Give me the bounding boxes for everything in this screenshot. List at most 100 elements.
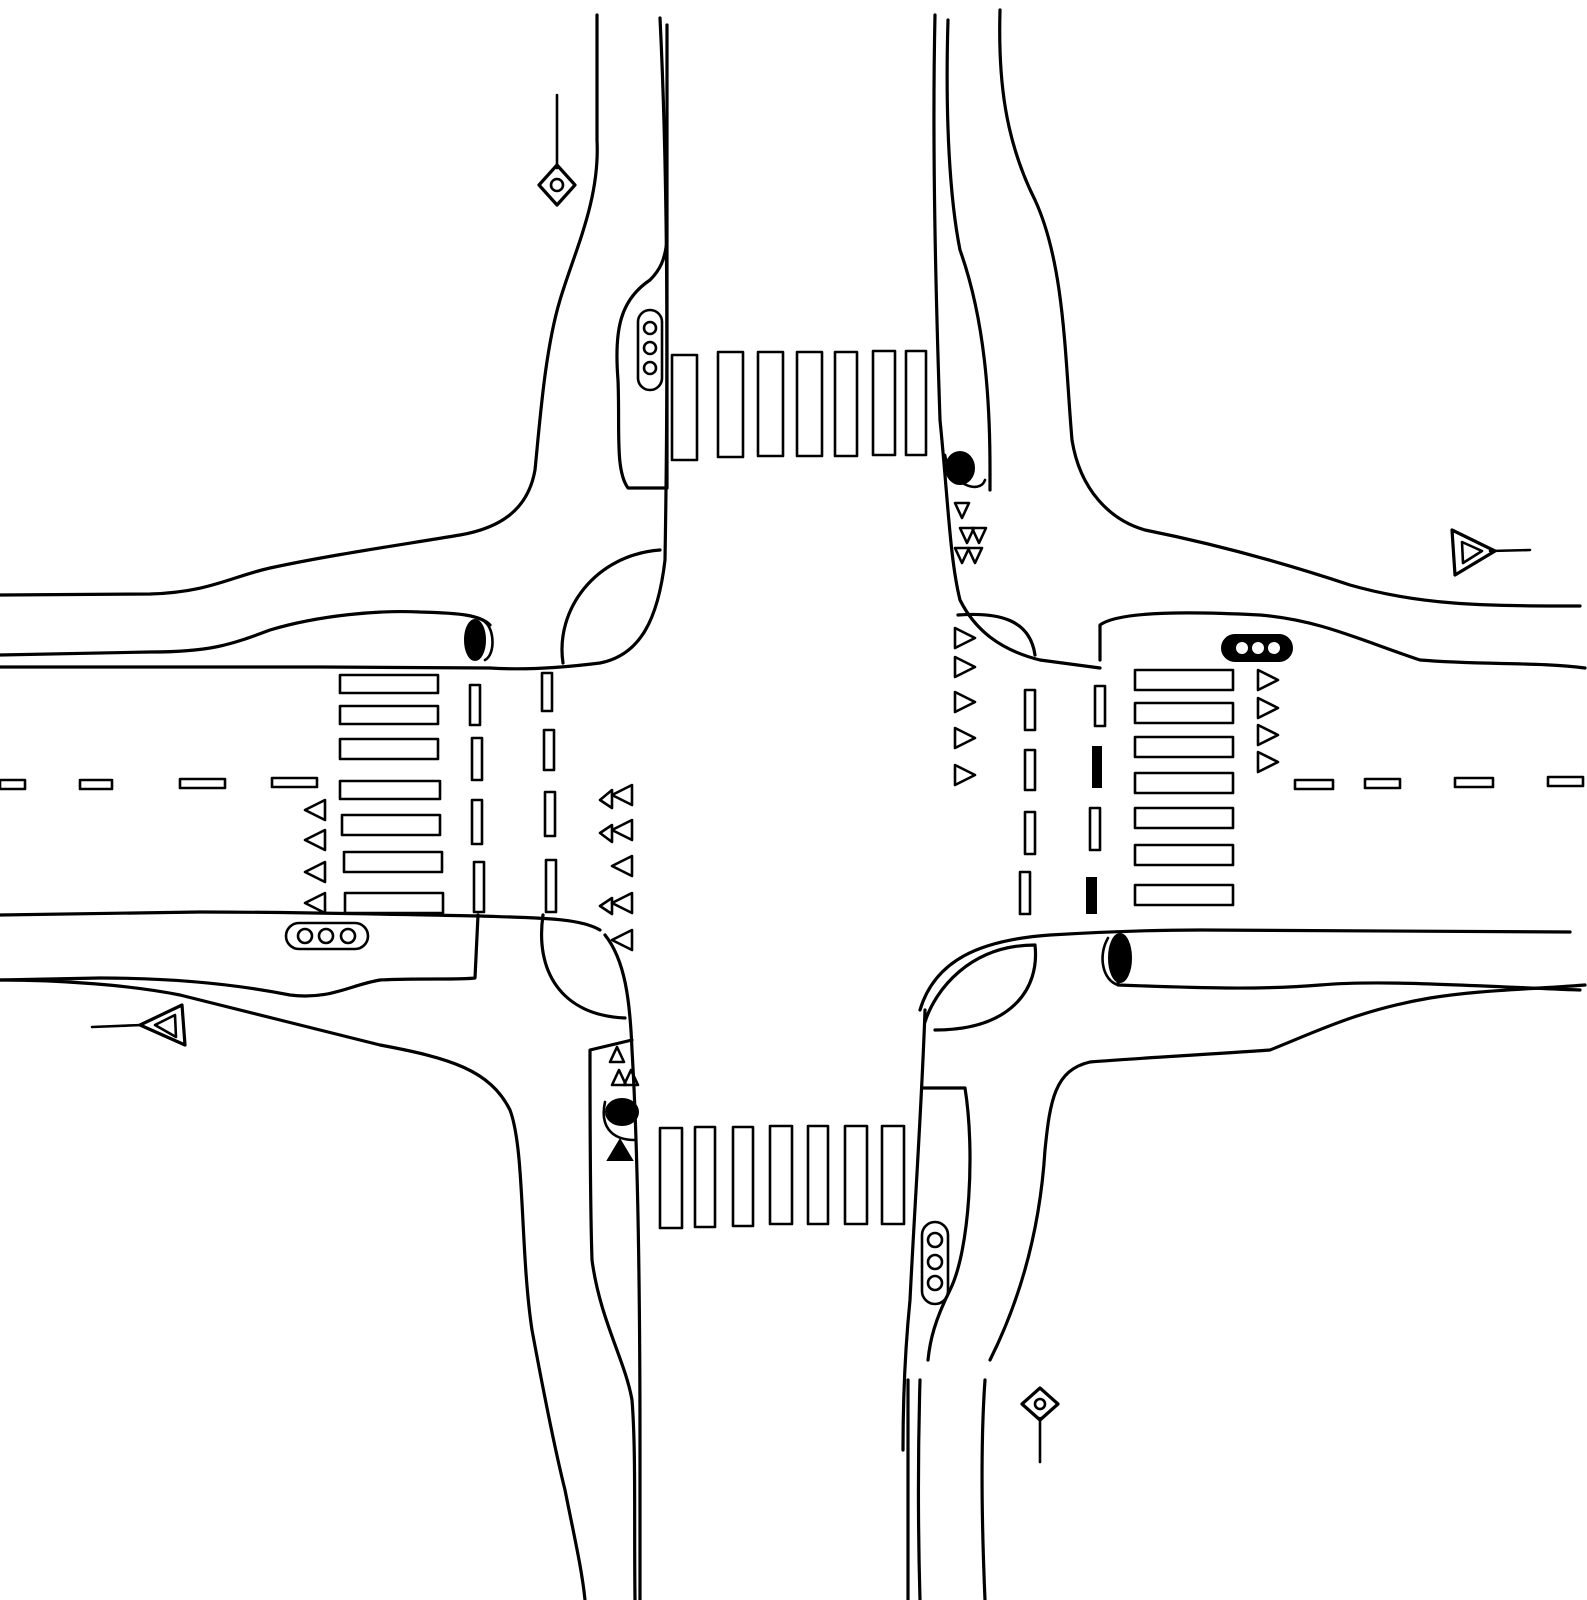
east-road-lower-edge [918, 928, 1572, 1012]
north-right-corner-arc [956, 612, 1037, 657]
shark-tooth [1256, 723, 1280, 747]
crosswalk-stripe [871, 349, 897, 457]
yield-sign-icon [1450, 528, 1532, 577]
crosswalk-stripe [1133, 771, 1235, 795]
lane-dash [542, 728, 556, 772]
crosswalk-east [1133, 668, 1235, 907]
crosswalk-stripe [338, 779, 442, 801]
crosswalk-stripe [1133, 883, 1235, 907]
crosswalk-stripe [1133, 701, 1235, 725]
shark-tooth [598, 788, 614, 810]
crosswalk-stripe [693, 1125, 717, 1229]
pedestrian-signal-icon [943, 451, 987, 489]
traffic-light-icon [636, 308, 664, 392]
traffic-light-lamp [926, 1253, 944, 1271]
shark-tooth [610, 783, 634, 807]
pedestrian-signal-outline [1101, 936, 1120, 987]
crosswalk-stripe [904, 349, 928, 457]
east-bike-lane-dashes [1018, 684, 1107, 916]
shark-tooth [970, 526, 988, 545]
center-dash [178, 777, 227, 790]
crosswalk-south [658, 1124, 906, 1230]
north-road-right-lane-edge [932, 13, 1102, 670]
center-dash [1453, 776, 1495, 789]
crosswalk-stripe [880, 1124, 906, 1226]
pedestrian-signal-base [606, 1138, 634, 1161]
crosswalk-stripe [716, 350, 745, 459]
west-road-upper-edge [0, 665, 492, 670]
shark-tooth [303, 860, 327, 884]
crosswalk-stripe [833, 350, 859, 458]
center-dash [1363, 777, 1402, 790]
south-road-right-inner [921, 1086, 972, 1362]
traffic-light-lamp [642, 360, 658, 376]
crosswalk-stripe [338, 673, 440, 695]
sign-triangle-outer [1450, 528, 1497, 577]
west-road-outer-curb [0, 978, 587, 1600]
yield-line-east-upper [953, 626, 977, 787]
traffic-light-lamp [642, 320, 658, 336]
traffic-light-lamp [1252, 642, 1264, 654]
north-left-corner-arc [560, 548, 662, 665]
yield-line-north [953, 501, 988, 565]
shark-tooth [953, 546, 971, 565]
traffic-light-lamp [339, 927, 357, 945]
road-outlines [0, 8, 1587, 1600]
shark-tooth [958, 526, 976, 545]
west-center-dashes [0, 776, 319, 791]
pedestrian-signal-outline [483, 620, 494, 662]
crosswalk-stripe [1133, 668, 1235, 692]
pedestrian-signal-outline [943, 453, 987, 489]
traffic-light-lamp [926, 1274, 944, 1292]
traffic-light-housing-west [284, 921, 370, 951]
lane-dash [470, 736, 484, 782]
crosswalk-stripe [338, 737, 440, 761]
north-road-left-outer-curb [0, 13, 599, 597]
traffic-light-lamp [1236, 642, 1248, 654]
crosswalk-stripe [342, 850, 444, 874]
lane-dash [1023, 688, 1037, 732]
traffic-light-lamp [317, 927, 335, 945]
south-road-right-lane-edge [901, 1008, 927, 1452]
shark-tooth [610, 891, 634, 915]
sign-triangle-outer [138, 1003, 187, 1047]
center-dash [1546, 775, 1585, 788]
east-center-dashes [1293, 775, 1585, 791]
sign-center [1033, 1397, 1047, 1411]
shark-tooth [598, 896, 614, 916]
sign-post [1488, 548, 1532, 553]
center-dash [270, 776, 319, 789]
traffic-light-lamp [1268, 642, 1280, 654]
crosswalk-stripe [843, 1124, 869, 1226]
center-dash [0, 778, 27, 791]
south-right-corner-arc [923, 943, 1038, 1032]
sign-triangle-inner [153, 1013, 178, 1039]
pedestrian-signal-icon [464, 619, 494, 662]
crosswalk-stripe [1133, 843, 1235, 867]
yield-line-south [608, 1045, 640, 1087]
shark-tooth [303, 891, 327, 915]
shark-tooth [966, 546, 984, 565]
yield-line-east-lower [1256, 668, 1280, 774]
pedestrian-signal-west [464, 619, 486, 661]
lane-dash [1086, 877, 1097, 914]
sign-post [90, 1023, 144, 1029]
lane-dash [468, 683, 482, 727]
sign-diamond [1020, 1386, 1060, 1422]
crosswalk-stripe [1133, 806, 1235, 830]
south-road-outer-right [980, 1378, 987, 1600]
crosswalk-west [338, 673, 445, 915]
crosswalk-stripe [658, 1126, 684, 1230]
center-dash [78, 778, 114, 791]
crosswalk-north [670, 349, 928, 462]
lane-dash [1023, 748, 1037, 792]
south-road-right-outer-curb [988, 983, 1587, 1362]
shark-tooth [953, 726, 977, 750]
lane-dash [1023, 810, 1037, 856]
priority-road-sign-icon [1020, 1386, 1060, 1464]
crosswalk-stripe [338, 704, 440, 726]
priority-road-sign-icon [537, 93, 577, 207]
pedestrian-signal-outline [602, 1100, 637, 1142]
west-road-lower-curb [0, 913, 480, 998]
